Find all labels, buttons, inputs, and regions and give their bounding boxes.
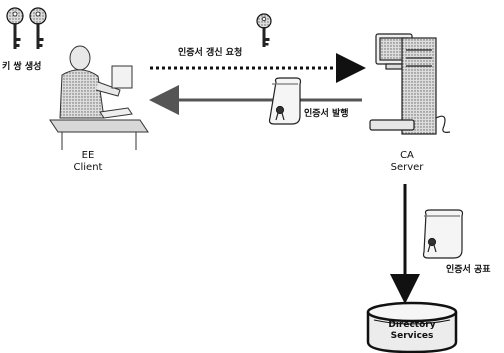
publish-certificate-label: 인증서 공표 xyxy=(446,262,491,275)
ee-client-label: EE Client xyxy=(64,150,112,174)
certificate-scroll-icon xyxy=(270,78,301,124)
ca-server-label-line1: CA xyxy=(382,150,432,162)
key-pair-icon xyxy=(7,8,46,49)
directory-services-label-line2: Services xyxy=(374,331,450,342)
directory-services-label-line1: Directory xyxy=(374,320,450,331)
ca-server-label-line2: Server xyxy=(382,162,432,174)
issue-certificate-label: 인증서 발행 xyxy=(304,106,349,119)
key-icon xyxy=(257,14,271,47)
directory-services-label: Directory Services xyxy=(374,320,450,342)
ca-server-label: CA Server xyxy=(382,150,432,174)
certificate-scroll-icon xyxy=(424,210,463,258)
ca-server-figure xyxy=(370,34,450,134)
renew-request-label: 인증서 갱신 요청 xyxy=(178,45,242,58)
ee-client-figure xyxy=(50,46,148,150)
ee-client-label-line1: EE xyxy=(64,150,112,162)
ee-client-label-line2: Client xyxy=(64,162,112,174)
key-generation-label: 키 쌍 생성 xyxy=(2,59,41,72)
